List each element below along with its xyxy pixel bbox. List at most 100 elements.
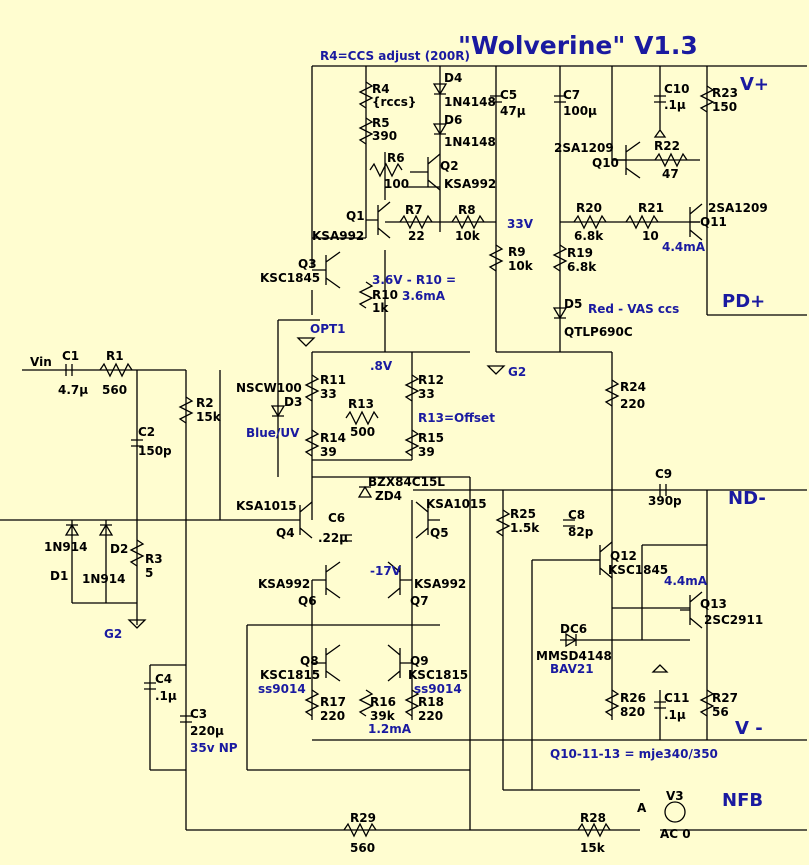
q10-value: 2SA1209 — [554, 141, 614, 155]
c11-value: .1µ — [664, 708, 686, 722]
r3-ref: R3 — [145, 552, 163, 566]
r4-value: {rccs} — [372, 95, 416, 109]
r23-ref: R23 — [712, 86, 738, 100]
d2-value: 1N914 — [82, 572, 125, 586]
r4-ref: R4 — [372, 82, 390, 96]
q2-ref: Q2 — [440, 159, 459, 173]
rail-vneg: V - — [735, 718, 763, 739]
rail-vpos: V+ — [740, 74, 769, 95]
r10-value: 1k — [372, 301, 389, 315]
c10-value: .1µ — [664, 98, 686, 112]
d1-value: 1N914 — [44, 540, 87, 554]
r24-value: 220 — [620, 397, 645, 411]
r18-value: 220 — [418, 709, 443, 723]
q9-value: KSC1815 — [408, 668, 468, 682]
r20-value: 6.8k — [574, 229, 604, 243]
c5-value: 47µ — [500, 104, 526, 118]
r28-ref: R28 — [580, 811, 606, 825]
r22-ref: R22 — [654, 139, 680, 153]
q8-value: KSC1815 — [260, 668, 320, 682]
r9-value: 10k — [508, 259, 534, 273]
zd4-ref: ZD4 — [375, 489, 402, 503]
d5-ref: D5 — [564, 297, 582, 311]
dc6-ref: DC6 — [560, 622, 587, 636]
r25-ref: R25 — [510, 507, 536, 521]
r29-ref: R29 — [350, 811, 376, 825]
c8-ref: C8 — [568, 508, 585, 522]
c11-ref: C11 — [664, 691, 690, 705]
v3-value: AC 0 — [660, 827, 691, 841]
c8-value: 82p — [568, 525, 594, 539]
note-q8-alt: ss9014 — [258, 682, 306, 696]
r19-ref: R19 — [567, 246, 593, 260]
q10-ref: Q10 — [592, 156, 619, 170]
note-i-q11: 4.4mA — [662, 240, 706, 254]
r5-ref: R5 — [372, 116, 390, 130]
q12-value: KSC1845 — [608, 563, 668, 577]
q12-ref: Q12 — [610, 549, 637, 563]
c2-ref: C2 — [138, 425, 155, 439]
d6-value: 1N4148 — [444, 135, 496, 149]
c6-value: .22µ — [318, 531, 348, 545]
capacitors — [65, 95, 667, 723]
rail-nfb: NFB — [722, 790, 763, 811]
r17-ref: R17 — [320, 695, 346, 709]
r21-ref: R21 — [638, 201, 664, 215]
r8-ref: R8 — [458, 203, 476, 217]
r10-ref: R10 — [372, 288, 398, 302]
q5-ref: Q5 — [430, 526, 449, 540]
r2-ref: R2 — [196, 396, 214, 410]
c1-ref: C1 — [62, 349, 79, 363]
c5-ref: C5 — [500, 88, 517, 102]
r1-value: 560 — [102, 383, 127, 397]
r16-value: 39k — [370, 709, 396, 723]
net-node-a: A — [637, 801, 647, 815]
q9-ref: Q9 — [410, 654, 429, 668]
q1-value: KSA992 — [312, 229, 364, 243]
r16-ref: R16 — [370, 695, 396, 709]
note-33v: 33V — [507, 217, 534, 231]
r14-ref: R14 — [320, 431, 346, 445]
q8-ref: Q8 — [300, 654, 319, 668]
c2-value: 150p — [138, 444, 172, 458]
note-blue-uv: Blue/UV — [246, 426, 300, 440]
q7-ref: Q7 — [410, 594, 429, 608]
r14-value: 39 — [320, 445, 337, 459]
q6-ref: Q6 — [298, 594, 317, 608]
net-opt1: OPT1 — [310, 322, 346, 336]
c7-value: 100µ — [563, 104, 597, 118]
grounds — [127, 337, 506, 629]
r11-value: 33 — [320, 387, 337, 401]
note-r13-offset: R13=Offset — [418, 411, 495, 425]
c10-ref: C10 — [664, 82, 690, 96]
note-i-q13: 4.4mA — [664, 574, 708, 588]
note-vas-ccs: Red - VAS ccs — [588, 302, 679, 316]
d1-ref: D1 — [50, 569, 68, 583]
r8-value: 10k — [455, 229, 481, 243]
d6-ref: D6 — [444, 113, 462, 127]
note-neg17v: -17V — [370, 564, 402, 578]
r12-value: 33 — [418, 387, 435, 401]
c7-ref: C7 — [563, 88, 580, 102]
r6-ref: R6 — [387, 151, 405, 165]
r27-value: 56 — [712, 705, 729, 719]
r19-value: 6.8k — [567, 260, 597, 274]
r3-value: 5 — [145, 566, 153, 580]
c1-value: 4.7µ — [58, 383, 88, 397]
r1-ref: R1 — [106, 349, 124, 363]
note-r10: 3.6V - R10 = — [372, 273, 456, 287]
note-dc6-alt: BAV21 — [550, 662, 594, 676]
q11-value: 2SA1209 — [708, 201, 768, 215]
note-c3-type: 35v NP — [190, 741, 238, 755]
net-g2-left: G2 — [104, 627, 122, 641]
zd4-value: BZX84C15L — [368, 475, 445, 489]
q4-ref: Q4 — [276, 526, 295, 540]
dc6-value: MMSD4148 — [536, 649, 612, 663]
r6-value: 100 — [384, 177, 409, 191]
c3-ref: C3 — [190, 707, 207, 721]
c4-ref: C4 — [155, 672, 172, 686]
d4-ref: D4 — [444, 71, 462, 85]
q7-value: KSA992 — [414, 577, 466, 591]
r28-value: 15k — [580, 841, 606, 855]
